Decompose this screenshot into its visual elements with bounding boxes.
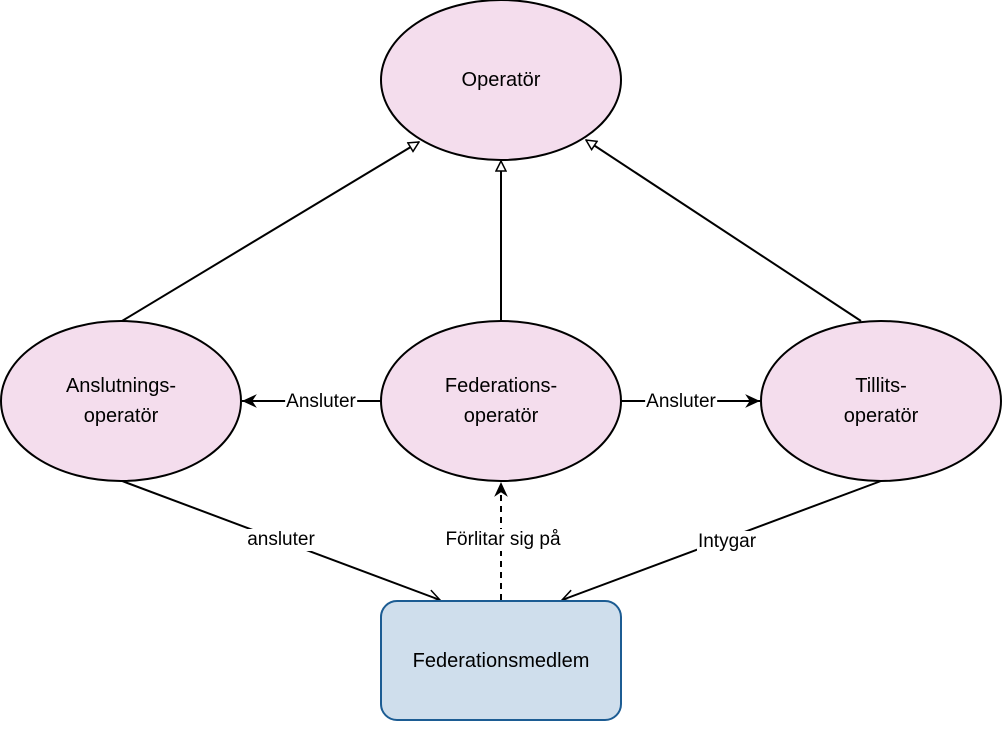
edge-ansl-to-operator [121, 142, 419, 322]
node-anslutningsoperator-shape [0, 320, 242, 482]
node-federationsoperator-label-line2: operatör [463, 405, 539, 427]
node-federationsmedlem-label: Federationsmedlem [412, 649, 590, 672]
node-operator-label: Operatör [461, 69, 541, 91]
node-federationsmedlem[interactable]: Federationsmedlem [381, 601, 621, 720]
edge-tillit-to-operator [586, 140, 862, 322]
edge-label-ansl-to-member: ansluter [246, 529, 316, 551]
node-operator-shape [380, 0, 622, 161]
node-federationsmedlem-shape [380, 600, 622, 721]
node-tillitsoperator-label-line2: operatör [843, 405, 919, 427]
node-tillitsoperator-shape [760, 320, 1002, 482]
edge-label-member-to-fed: Förlitar sig på [444, 529, 562, 551]
node-tillitsoperator-label-line1: Tillits- [855, 375, 907, 397]
node-federationsoperator-shape [380, 320, 622, 482]
node-anslutningsoperator[interactable]: Anslutnings- operatör [1, 321, 241, 481]
node-anslutningsoperator-label-line2: operatör [83, 405, 159, 427]
node-anslutningsoperator-label-line1: Anslutnings- [65, 375, 177, 397]
node-federationsoperator[interactable]: Federations- operatör [381, 321, 621, 481]
node-federationsoperator-label-line1: Federations- [444, 375, 558, 397]
edge-label-fed-to-tillit: Ansluter [645, 391, 717, 413]
node-operator[interactable]: Operatör [381, 0, 621, 160]
node-tillitsoperator[interactable]: Tillits- operatör [761, 321, 1001, 481]
edge-label-fed-to-ansl: Ansluter [285, 391, 357, 413]
edge-label-tillit-to-member: Intygar [696, 531, 758, 553]
